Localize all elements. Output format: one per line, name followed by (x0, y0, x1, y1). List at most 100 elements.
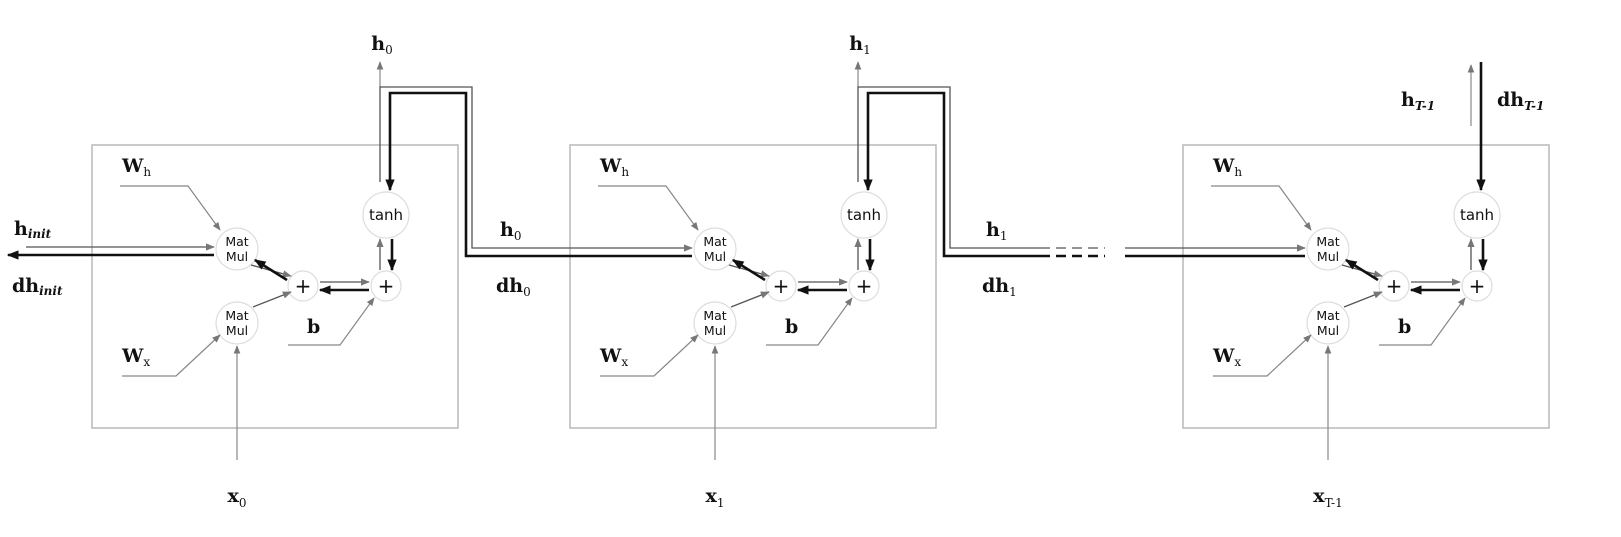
add-node-2 (370, 270, 402, 302)
link-h-letter: h (500, 219, 514, 241)
weight-x-sub: x (1234, 355, 1241, 369)
weight-h-sub: h (1234, 165, 1242, 179)
matmul-h-label-line2: Mul (226, 249, 248, 264)
weight-x-letter: W (599, 345, 622, 367)
matmul-h-label: Mat (703, 234, 726, 249)
grad-output-sub: T-1 (1524, 99, 1544, 113)
weight-h-wire (1211, 185, 1312, 231)
matmul-x-label: Mat (703, 308, 726, 323)
matmul-h-label-line2: Mul (704, 249, 726, 264)
add-1-sign: + (1386, 274, 1403, 298)
weight-x-sub: x (621, 355, 628, 369)
input-sub: 1 (717, 496, 725, 510)
cell-box (569, 144, 937, 429)
weight-x-letter: W (1212, 345, 1235, 367)
output-letter: h (849, 33, 863, 55)
weight-h-label: Wh (599, 155, 629, 179)
add-2-label: + (1469, 274, 1486, 298)
link-h-sub: 0 (514, 229, 522, 243)
weight-h-sub: h (143, 165, 151, 179)
bias-wire (766, 297, 853, 346)
matmul-x-label-line2: Mul (704, 323, 726, 338)
input-letter: x (228, 485, 240, 507)
weight-x-sub: x (143, 355, 150, 369)
tanh-node (1453, 191, 1501, 239)
tanh-label: tanh (847, 206, 881, 224)
hidden-state-gradient (385, 91, 692, 258)
matmul-x-label: Mat (1316, 308, 1339, 323)
input-sub: T-1 (1325, 496, 1343, 510)
matmul-x-label: Mat (225, 308, 248, 323)
hidden-state-gradient (863, 91, 1040, 258)
matmul-x-node (215, 301, 259, 345)
link-dh-letter: dh (982, 275, 1009, 297)
add-to-matmul-h-grad (254, 258, 288, 282)
bias-letter: b (1398, 316, 1411, 338)
matmul-x-label-1: Mat (703, 308, 726, 323)
add-2-sign: + (1469, 274, 1486, 298)
output-sub: 0 (385, 43, 393, 57)
sequence-continuation (1040, 244, 1306, 258)
bias-letter: b (785, 316, 798, 338)
matmul-x-node (693, 301, 737, 345)
matmul-x-node (1306, 301, 1350, 345)
matmul-h-node (693, 227, 737, 271)
bias-wire (1379, 297, 1466, 346)
matmul-x-to-add (730, 291, 770, 308)
matmul-x-label-1: Mat (1316, 308, 1339, 323)
matmul-x-label-line2: Mul (1317, 323, 1339, 338)
matmul-x-label-line2: Mul (226, 323, 248, 338)
add-node-1 (1378, 270, 1410, 302)
matmul-h-label-1: Mat (1316, 234, 1339, 249)
tanh-text: tanh (1460, 206, 1494, 224)
tanh-node (362, 191, 410, 239)
weight-h-letter: W (121, 155, 144, 177)
matmul-x-to-add (1343, 291, 1383, 308)
matmul-h-node (215, 227, 259, 271)
weight-x-label: Wx (599, 345, 628, 369)
hidden-state-forward (379, 86, 693, 252)
link-dh-sub: 1 (1009, 285, 1017, 299)
weight-x-label: Wx (121, 345, 150, 369)
add-to-matmul-h-grad (732, 258, 766, 282)
dh-init-sub: init (39, 284, 63, 298)
weight-x-wire (600, 334, 699, 377)
matmul-h-node (1306, 227, 1350, 271)
weight-h-label: Wh (121, 155, 151, 179)
matmul-x-label-1: Mat (225, 308, 248, 323)
tanh-label: tanh (1460, 206, 1494, 224)
input-label: xT-1 (1313, 485, 1342, 510)
tanh-node (840, 191, 888, 239)
diagram-root: MatMulMatMul++tanhWhWxbx0h0MatMulMatMul+… (6, 33, 1550, 510)
add-1-label: + (1386, 274, 1403, 298)
bias-wire (288, 297, 375, 346)
cell-box (91, 144, 459, 429)
output-label: h1 (849, 33, 870, 57)
bias-label: b (785, 316, 798, 338)
link-h-sub: 1 (1000, 229, 1008, 243)
hidden-state-forward (857, 86, 1040, 249)
link-h-label: h0 (500, 219, 521, 243)
add-1-label: + (773, 274, 790, 298)
add-node-2 (1461, 270, 1493, 302)
output-sub: T-1 (1415, 99, 1435, 113)
matmul-x-label-2: Mul (1317, 323, 1339, 338)
link-h-letter: h (986, 219, 1000, 241)
weight-x-label: Wx (1212, 345, 1241, 369)
input-letter: x (1313, 485, 1325, 507)
dh-init-label: dhinit (12, 275, 63, 298)
matmul-h-label-2: Mul (704, 249, 726, 264)
weight-x-letter: W (121, 345, 144, 367)
output-letter: h (371, 33, 385, 55)
matmul-x-label-2: Mul (226, 323, 248, 338)
weight-h-letter: W (1212, 155, 1235, 177)
h-init-label: hinit (14, 218, 52, 241)
tanh-label: tanh (369, 206, 403, 224)
output-letter: h (1401, 89, 1415, 111)
matmul-h-label-line2: Mul (1317, 249, 1339, 264)
